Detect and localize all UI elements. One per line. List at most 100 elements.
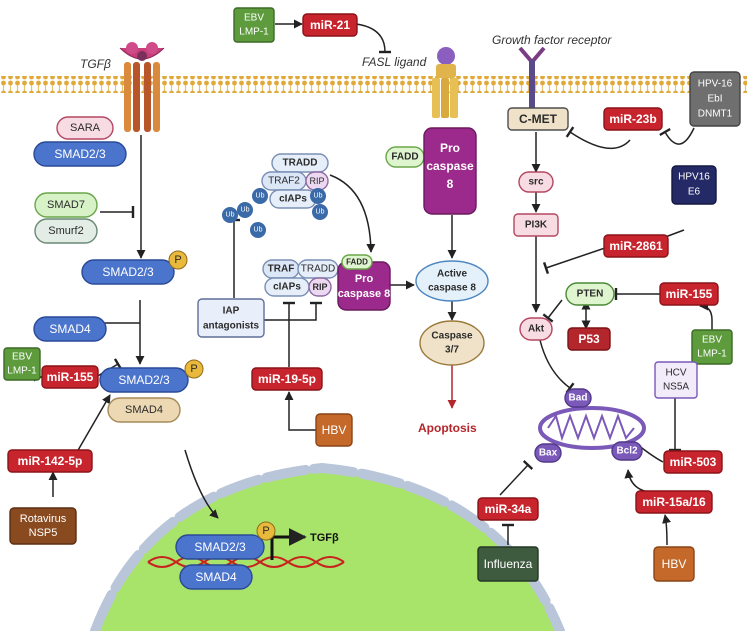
smurf2-box — [34, 218, 98, 244]
mir142-box — [7, 449, 93, 473]
caspase37-line2: 3/7 — [445, 345, 459, 356]
smad23-phospho-box — [81, 259, 175, 285]
smad23-complex-box — [99, 367, 189, 393]
rotavirus-line1: Rotavirus — [20, 513, 67, 525]
growth-factor-label: Growth factor receptor — [492, 33, 612, 47]
phospho-label-1: P — [174, 254, 181, 266]
pro-caspase8-top-line3: 8 — [447, 177, 454, 191]
mir155-right-label: miR-155 — [666, 287, 713, 301]
smad23-nucleus-box — [175, 534, 265, 560]
tgfb-receptor — [119, 42, 165, 132]
pro-caspase8-top-line1: Pro — [440, 141, 460, 155]
cell-membrane — [0, 76, 747, 93]
fasl-label: FASL ligand — [362, 55, 427, 69]
pi3k-label: PI3K — [525, 220, 548, 231]
ebv-left-line2: LMP-1 — [7, 366, 37, 377]
smad4-label-top: SMAD4 — [49, 322, 91, 336]
mir15a-box — [635, 490, 713, 514]
mir142-label: miR-142-5p — [18, 454, 83, 468]
smad4-box-top — [33, 316, 107, 342]
rip-bottom-box — [308, 277, 332, 297]
ebv-top-box — [233, 7, 275, 43]
hpv16e6-box — [671, 165, 717, 205]
iap-line1: IAP — [223, 306, 240, 317]
hbv-mid-label: HBV — [322, 423, 347, 437]
smad4-nucleus-box — [179, 564, 253, 590]
mir15a-label: miR-15a/16 — [642, 495, 706, 509]
rip-top-label: RIP — [309, 176, 324, 186]
hpv16e6-line2: E6 — [688, 187, 701, 198]
tgfb-gene-label: TGFβ — [310, 532, 339, 544]
pi3k-box — [513, 213, 559, 237]
ub-label-2: Ub — [241, 207, 250, 214]
mir34a-label: miR-34a — [485, 502, 532, 516]
influenza-label: Influenza — [484, 557, 533, 571]
hpv16-line2: EbI — [707, 94, 722, 105]
bad-label: Bad — [569, 393, 588, 404]
active-caspase8-line2: caspase 8 — [428, 283, 476, 294]
pro-caspase8-mid-line2: caspase 8 — [338, 288, 391, 300]
ebv-top-line1: EBV — [244, 13, 264, 24]
mir23b-label: miR-23b — [609, 112, 656, 126]
src-box — [518, 171, 554, 193]
smad23-nucleus-label: SMAD2/3 — [194, 540, 246, 554]
ub-circle-4 — [250, 222, 266, 238]
hcv-box — [654, 361, 698, 399]
influenza-box — [477, 546, 539, 582]
hpv16-line1: HPV-16 — [698, 79, 733, 90]
hcv-line2: NS5A — [663, 382, 689, 393]
ub-circle-2 — [237, 202, 253, 218]
mir19-label: miR-19-5p — [258, 372, 316, 386]
src-label: src — [528, 177, 543, 188]
ub-circle-1 — [222, 207, 238, 223]
phospho-dot-1 — [168, 250, 188, 270]
pten-label: PTEN — [577, 289, 604, 300]
bax-label: Bax — [539, 448, 558, 459]
ebv-right-box — [691, 329, 733, 365]
ciaps-top-label: cIAPs — [279, 194, 307, 205]
mir503-label: miR-503 — [670, 455, 717, 469]
growth-factor-receptor — [518, 46, 546, 108]
mir155-left-box — [41, 365, 99, 389]
ub-circle-3 — [252, 188, 268, 204]
active-caspase8-line1: Active — [437, 269, 467, 280]
tradd-bottom-label: TRADD — [301, 264, 335, 275]
fas-receptor — [432, 47, 458, 118]
phospho-label-2: P — [190, 363, 197, 375]
bcl2-box — [611, 441, 643, 461]
akt-label: Akt — [528, 324, 545, 335]
mir34a-box — [477, 497, 539, 521]
rotavirus-box — [9, 507, 77, 545]
pro-caspase8-top-box — [423, 127, 477, 215]
smad23-phospho-label: SMAD2/3 — [102, 265, 154, 279]
hcv-line1: HCV — [665, 368, 686, 379]
hbv-right-label: HBV — [662, 557, 687, 571]
mir19-box — [251, 367, 323, 391]
mitochondrion — [538, 406, 646, 450]
mir155-left-label: miR-155 — [47, 370, 94, 384]
iap-antagonists-box — [197, 298, 265, 338]
caspase37-box — [419, 320, 485, 366]
smad4-nucleus-label: SMAD4 — [195, 570, 237, 584]
hpv16-line3: DNMT1 — [698, 109, 733, 120]
mir2861-box — [603, 234, 669, 258]
smad7-box — [34, 192, 98, 218]
mir155-right-box — [659, 282, 719, 306]
smurf2-label: Smurf2 — [48, 225, 83, 237]
ciaps-bottom-label: cIAPs — [273, 282, 301, 293]
mir503-box — [663, 450, 723, 474]
fadd-label: FADD — [391, 152, 418, 163]
tgfb-label: TGFβ — [80, 57, 111, 71]
mir23b-box — [603, 107, 663, 131]
smad23-box-top — [33, 141, 127, 167]
phospho-dot-2 — [184, 359, 204, 379]
cmet-box — [507, 107, 569, 131]
bax-box — [534, 443, 562, 463]
ebv-left-box — [3, 347, 41, 381]
sara-box — [56, 116, 114, 140]
ebv-right-line1: EBV — [702, 335, 722, 346]
pro-caspase8-mid-line1: Pro — [355, 273, 374, 285]
smad7-label: SMAD7 — [47, 199, 85, 211]
caspase37-line1: Caspase — [431, 331, 473, 342]
hpv16-box — [689, 71, 741, 127]
